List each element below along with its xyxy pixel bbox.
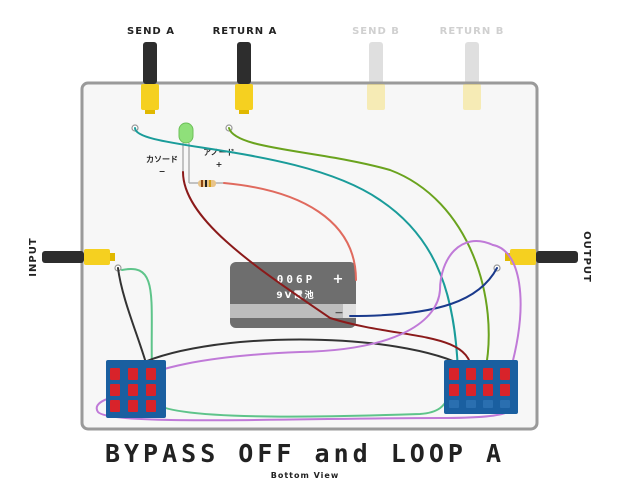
battery-minus: −: [334, 306, 343, 319]
cathode-label: カソード: [146, 155, 178, 164]
send-b-label: SEND B: [352, 26, 400, 37]
input-jack: [42, 249, 115, 265]
battery: [230, 262, 356, 328]
led: [178, 122, 194, 183]
wire-anode-salmon: [223, 182, 357, 281]
send-b-jack: [367, 42, 385, 110]
wire-output-purple-b: [492, 244, 522, 373]
send-a-jack: [141, 42, 159, 114]
resistor: [189, 180, 224, 187]
left-switch-board: [106, 360, 166, 418]
return-b-label: RETURN B: [440, 26, 505, 37]
wire-battery-navy: [349, 267, 498, 317]
right-switch-board: [444, 360, 518, 414]
return-a-jack: [235, 42, 253, 114]
diagram-title: BYPASS OFF and LOOP A: [105, 439, 505, 468]
anode-sign: +: [216, 160, 223, 169]
wire-cathode-darkred: [182, 171, 473, 373]
battery-model: 006P: [277, 273, 316, 286]
input-label: INPUT: [28, 237, 39, 276]
output-label: OUTPUT: [581, 231, 592, 283]
output-jack: [505, 249, 578, 265]
return-b-jack: [463, 42, 481, 110]
wire-ground-black: [131, 338, 469, 369]
wire-input-mint: [121, 267, 153, 373]
cathode-sign: −: [159, 167, 166, 176]
battery-plus: +: [333, 272, 344, 287]
wire-return-green: [228, 127, 490, 373]
anode-label: アノード: [203, 148, 234, 157]
return-a-label: RETURN A: [213, 26, 278, 37]
send-a-label: SEND A: [127, 26, 175, 37]
wire-output-purple-a: [139, 240, 494, 381]
diagram-subtitle: Bottom View: [271, 471, 339, 480]
